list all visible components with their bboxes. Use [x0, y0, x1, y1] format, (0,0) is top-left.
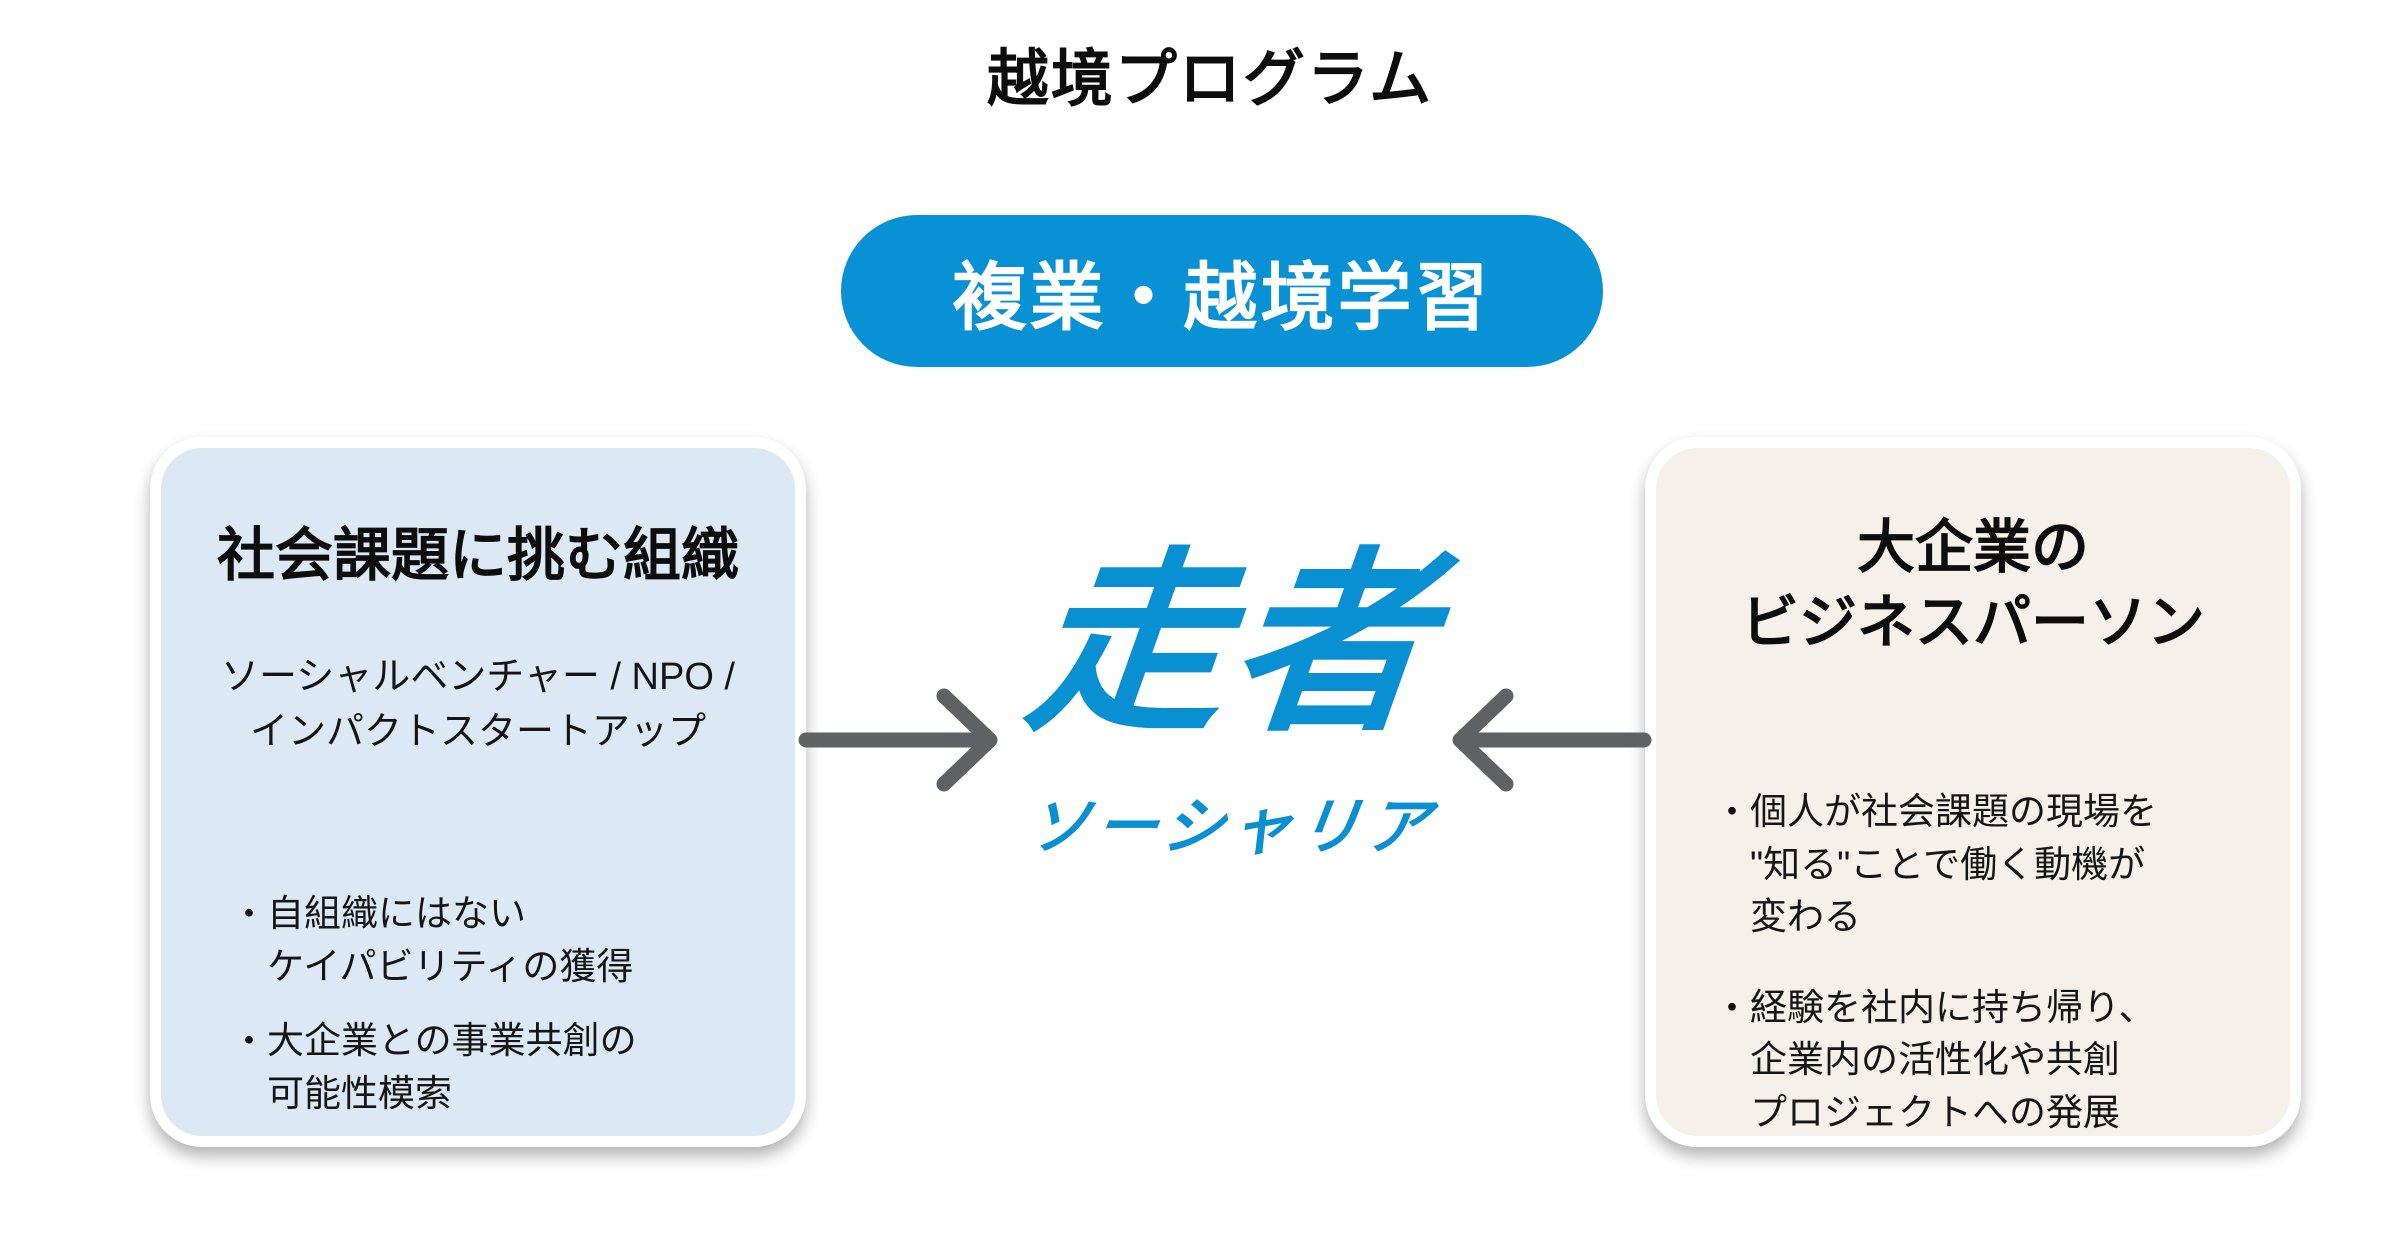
social-organization-card: 社会課題に挑む組織 ソーシャルベンチャー / NPO / インパクトスタートアッ… — [150, 437, 806, 1147]
left-card-title: 社会課題に挑む組織 — [216, 523, 739, 588]
bullet-marker: ・ — [231, 1020, 268, 1062]
bullet-marker: ・ — [231, 893, 268, 934]
bullet-text: 経験を社内に持ち帰り、 企業内の活性化や共創 プロジェクトへの発展 — [1750, 986, 2156, 1133]
list-item: ・ 大企業との事業共創の 可能性模索 — [231, 1015, 637, 1120]
bullet-marker: ・ — [1714, 791, 1751, 832]
right-card-bullets: ・ 個人が社会課題の現場を "知る"ことで働く動機が 変わる ・ 経験を社内に持… — [1714, 786, 2157, 1139]
left-to-center-arrow-icon — [798, 688, 998, 792]
left-card-bullets: ・ 自組織にはない ケイパビリティの獲得 ・ 大企業との事業共創の 可能性模索 — [231, 888, 637, 1120]
program-badge-label: 複業・越境学習 — [952, 255, 1492, 339]
bullet-marker: ・ — [1714, 986, 1751, 1028]
bullet-text: 自組織にはない ケイパビリティの獲得 — [267, 893, 634, 987]
page-title: 越境プログラム — [986, 45, 1434, 114]
list-item: ・ 個人が社会課題の現場を "知る"ことで働く動機が 変わる — [1714, 786, 2157, 944]
bullet-text: 個人が社会課題の現場を "知る"ことで働く動機が 変わる — [1750, 791, 2158, 938]
program-badge: 複業・越境学習 — [841, 215, 1603, 367]
list-item: ・ 経験を社内に持ち帰り、 企業内の活性化や共創 プロジェクトへの発展 — [1714, 982, 2157, 1140]
right-to-center-arrow-icon — [1452, 688, 1652, 792]
right-card-title: 大企業の ビジネスパーソン — [1740, 515, 2205, 656]
bullet-text: 大企業との事業共創の 可能性模索 — [267, 1020, 637, 1114]
list-item: ・ 自組織にはない ケイパビリティの獲得 — [231, 888, 637, 993]
business-person-card: 大企業の ビジネスパーソン ・ 個人が社会課題の現場を "知る"ことで働く動機が… — [1645, 437, 2301, 1147]
left-card-subtitle: ソーシャルベンチャー / NPO / インパクトスタートアップ — [221, 656, 735, 754]
